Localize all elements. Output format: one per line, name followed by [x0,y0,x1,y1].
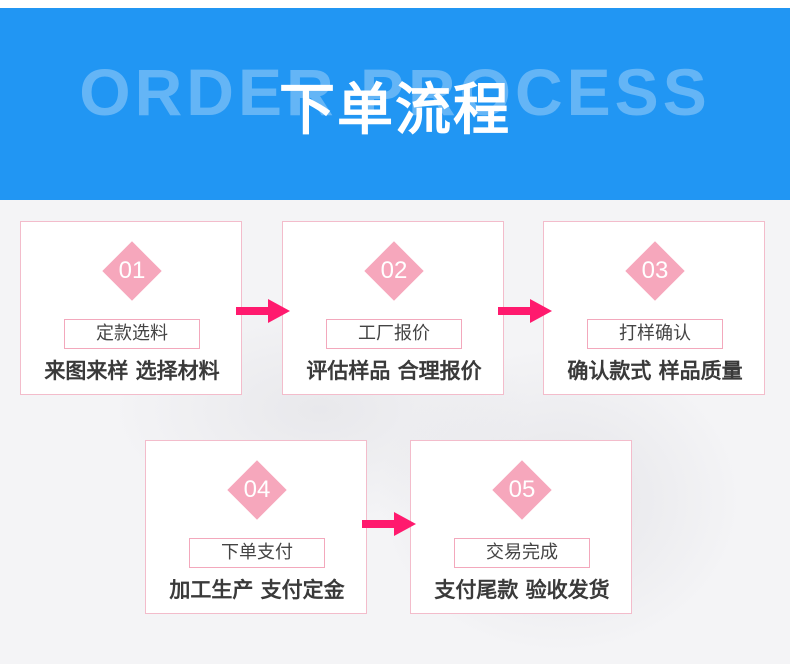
diamond-icon: 05 [492,460,552,520]
diamond-icon: 01 [102,241,162,301]
step-label: 下单支付 [189,538,325,568]
step-card-01: 01 定款选料 来图来样 选择材料 [20,221,242,395]
arrow-right-icon [236,299,290,323]
step-description: 确认款式 样品质量 [567,359,743,383]
step-number: 01 [118,257,146,284]
step-description: 评估样品 合理报价 [306,359,482,383]
step-description: 来图来样 选择材料 [44,359,220,383]
arrow-right-icon [498,299,552,323]
banner-title-en: ORDER PROCESS [79,55,711,129]
step-number: 02 [380,257,408,284]
diamond-icon: 04 [227,460,287,520]
step-card-02: 02 工厂报价 评估样品 合理报价 [282,221,504,395]
step-number: 04 [243,476,271,503]
step-number: 03 [641,257,669,284]
diamond-icon: 03 [625,241,685,301]
step-label: 交易完成 [454,538,590,568]
arrow-right-icon [362,512,416,536]
top-band [0,0,790,8]
step-description: 加工生产 支付定金 [169,578,345,602]
step-label: 打样确认 [587,319,723,349]
step-description: 支付尾款 验收发货 [434,578,610,602]
header-banner: ORDER PROCESS 下单流程 [0,8,790,200]
step-card-04: 04 下单支付 加工生产 支付定金 [145,440,367,614]
step-label: 定款选料 [64,319,200,349]
step-card-03: 03 打样确认 确认款式 样品质量 [543,221,765,395]
diamond-icon: 02 [364,241,424,301]
step-label: 工厂报价 [326,319,462,349]
step-card-05: 05 交易完成 支付尾款 验收发货 [410,440,632,614]
step-number: 05 [508,476,536,503]
banner-title-cn: 下单流程 [279,78,511,143]
